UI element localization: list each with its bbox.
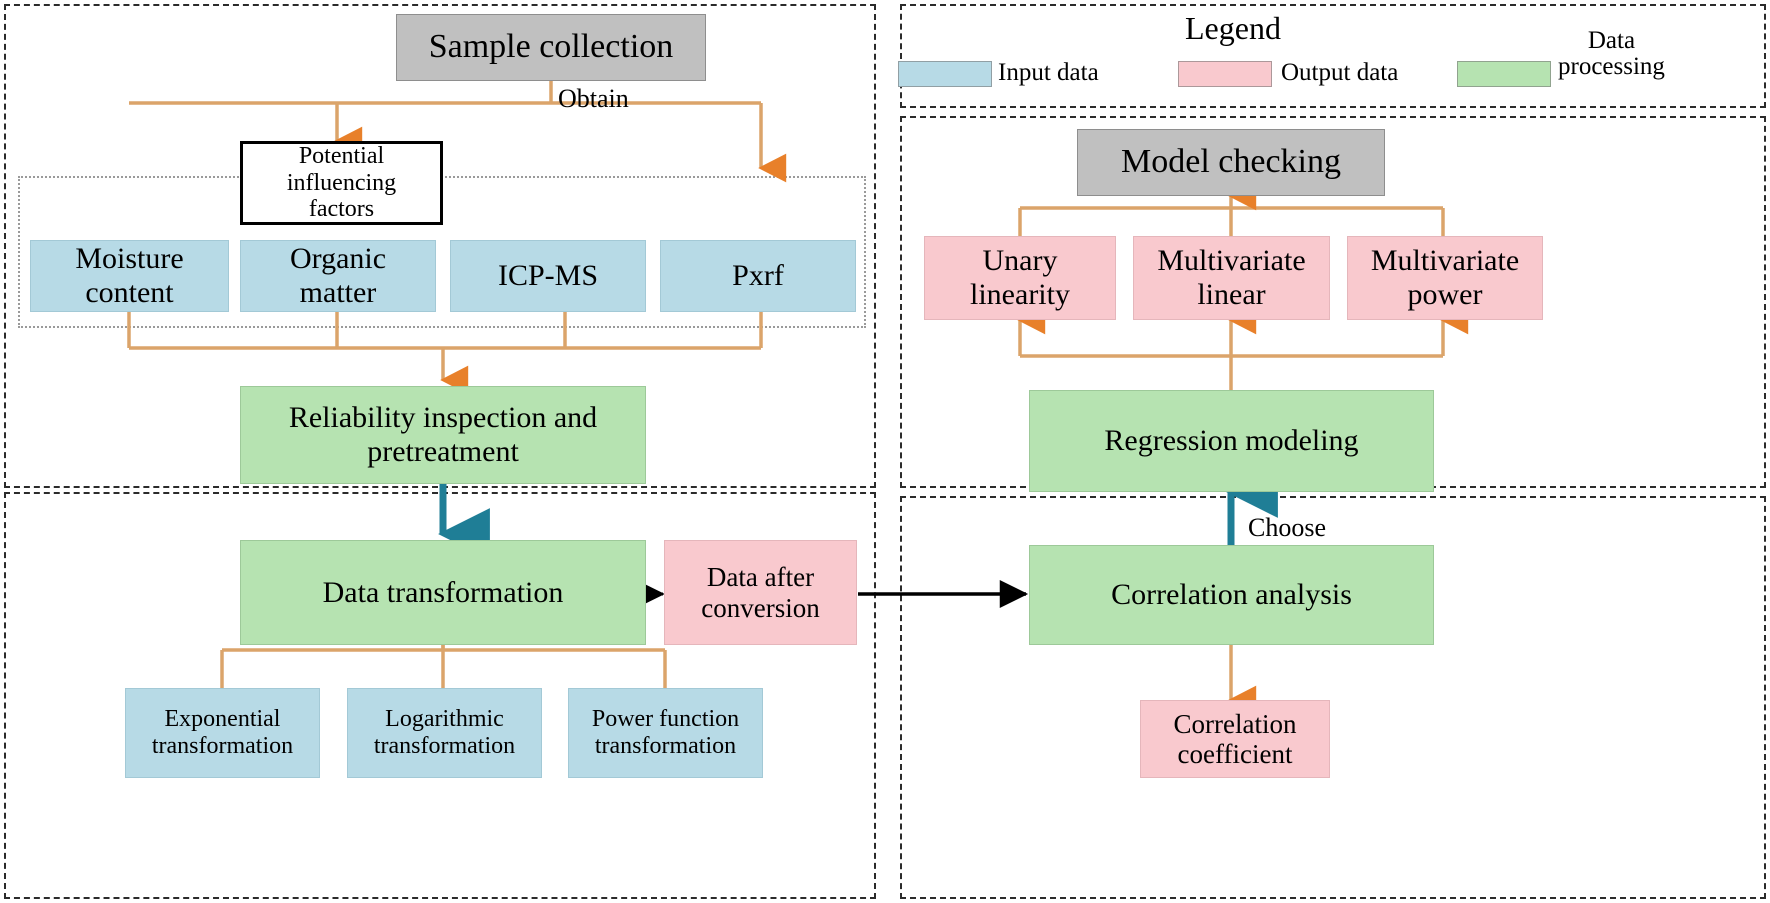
- node-correlation-coefficient[interactable]: Correlation coefficient: [1140, 700, 1330, 778]
- legend-swatch-input: [898, 61, 992, 87]
- node-pxrf[interactable]: Pxrf: [660, 240, 856, 312]
- node-regression-modeling[interactable]: Regression modeling: [1029, 390, 1434, 492]
- node-multivariate-power-label: Multivariate power: [1370, 244, 1520, 311]
- legend-swatch-output: [1178, 61, 1272, 87]
- node-multivariate-linear[interactable]: Multivariate linear: [1133, 236, 1330, 320]
- legend-swatch-process: [1457, 61, 1551, 87]
- panel-bottom-right: [900, 496, 1766, 899]
- node-multivariate-linear-label: Multivariate linear: [1157, 244, 1306, 311]
- node-model-checking-label: Model checking: [1121, 143, 1341, 181]
- node-power-function-transformation-label: Power function transformation: [591, 706, 740, 759]
- node-organic-matter[interactable]: Organic matter: [240, 240, 436, 312]
- node-icp-ms[interactable]: ICP-MS: [450, 240, 646, 312]
- legend-label-input: Input data: [998, 59, 1099, 86]
- node-power-function-transformation[interactable]: Power function transformation: [568, 688, 763, 778]
- node-reliability-inspection-label: Reliability inspection and pretreatment: [288, 401, 598, 468]
- node-regression-modeling-label: Regression modeling: [1104, 424, 1359, 458]
- node-organic-matter-label: Organic matter: [289, 242, 387, 309]
- node-data-after-conversion[interactable]: Data after conversion: [664, 540, 857, 645]
- node-sample-collection-label: Sample collection: [428, 28, 674, 66]
- legend-label-output: Output data: [1281, 59, 1399, 86]
- node-sample-collection[interactable]: Sample collection: [396, 14, 706, 81]
- edge-label-obtain: Obtain: [558, 84, 629, 113]
- panel-legend: [900, 4, 1766, 108]
- node-model-checking[interactable]: Model checking: [1077, 129, 1385, 196]
- node-data-after-conversion-label: Data after conversion: [701, 562, 820, 623]
- node-data-transformation[interactable]: Data transformation: [240, 540, 646, 645]
- node-multivariate-power[interactable]: Multivariate power: [1347, 236, 1543, 320]
- node-icp-ms-label: ICP-MS: [497, 259, 599, 293]
- node-correlation-analysis[interactable]: Correlation analysis: [1029, 545, 1434, 645]
- node-unary-linearity-label: Unary linearity: [970, 244, 1070, 311]
- node-potential-factors-label: Potential influencing factors: [286, 142, 397, 223]
- node-correlation-analysis-label: Correlation analysis: [1111, 578, 1352, 612]
- node-unary-linearity[interactable]: Unary linearity: [924, 236, 1116, 320]
- node-logarithmic-transformation[interactable]: Logarithmic transformation: [347, 688, 542, 778]
- node-moisture-content-label: Moisture content: [75, 242, 184, 309]
- node-exponential-transformation-label: Exponential transformation: [151, 706, 294, 759]
- node-logarithmic-transformation-label: Logarithmic transformation: [373, 706, 516, 759]
- node-correlation-coefficient-label: Correlation coefficient: [1173, 708, 1297, 769]
- node-moisture-content[interactable]: Moisture content: [30, 240, 229, 312]
- node-reliability-inspection[interactable]: Reliability inspection and pretreatment: [240, 386, 646, 484]
- node-potential-factors[interactable]: Potential influencing factors: [240, 141, 443, 225]
- legend-title: Legend: [1185, 10, 1281, 46]
- edge-label-choose: Choose: [1248, 513, 1326, 542]
- legend-label-process: Data processing: [1558, 27, 1665, 80]
- node-exponential-transformation[interactable]: Exponential transformation: [125, 688, 320, 778]
- node-data-transformation-label: Data transformation: [322, 575, 564, 609]
- node-pxrf-label: Pxrf: [732, 259, 784, 293]
